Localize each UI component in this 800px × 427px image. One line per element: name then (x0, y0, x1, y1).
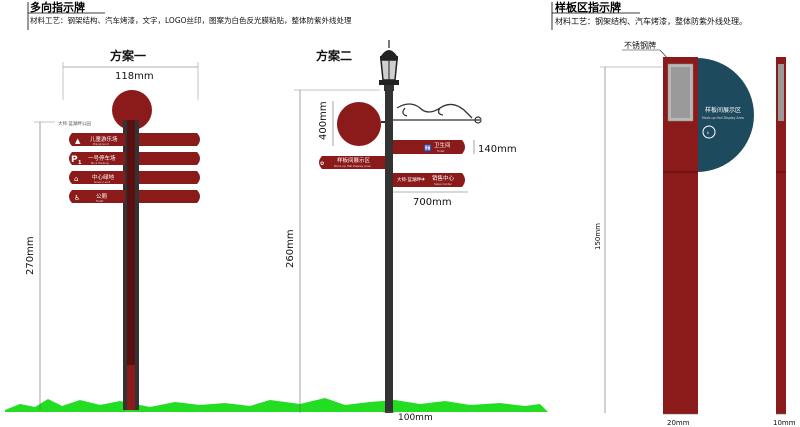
scheme-two-sign-sales: 大师·蓝湖畔 ➜ 销售中心 Sales Center (393, 173, 465, 187)
svg-text:›: › (707, 129, 710, 137)
model-sign-height-dim: 150mm (594, 223, 602, 250)
scheme-two-height-dim: 260mm (285, 229, 296, 268)
front-width-dim: 20mm (667, 419, 690, 427)
right-panel-title: 样板区指示牌 (555, 0, 621, 14)
scheme-one-sign-2-icon: P (71, 155, 78, 165)
scheme-two-sign-mockup: ✿ 样板间展示区 Mock-up Hall Display Area (319, 156, 385, 169)
scheme-one-circle (112, 90, 152, 130)
scheme-two-sign-width-dim: 700mm (413, 197, 452, 208)
scheme-one-label: 方案一 (110, 48, 146, 63)
svg-text:Sales Center: Sales Center (434, 182, 453, 186)
scheme-two: 方案二 🚻 卫生间 Toilet ✿ 样板间展示区 (285, 40, 517, 423)
scheme-one-small-text: 大师·蓝湖畔公园 (58, 120, 91, 127)
scheme-one-sign-2: P 1 一号停车场 No.1 Parking (69, 152, 125, 166)
scheme-one-pole-left (123, 120, 127, 410)
grass-ground (5, 398, 548, 412)
svg-text:销售中心: 销售中心 (432, 174, 455, 182)
scheme-two-circle (337, 102, 381, 146)
left-header: 多向指示牌 材料工艺：钢架结构、汽车烤漆，文字，LOGO丝印，图案为白色反光膜粘… (27, 0, 352, 30)
scheme-one-pole-right (135, 120, 139, 410)
scheme-one: 方案一 118mm 270mm 大师·蓝湖畔公园 ▲ 儿童游乐场 Playgro… (25, 48, 200, 410)
scheme-one-height-dim: 270mm (25, 236, 36, 275)
svg-text:No.1 Parking: No.1 Parking (91, 161, 109, 165)
left-panel-title: 多向指示牌 (30, 0, 85, 14)
svg-text:Playground: Playground (93, 142, 109, 146)
right-header: 样板区指示牌 材料工艺：钢架结构、汽车烤漆，整体防紫外线处理。 (551, 0, 747, 30)
svg-text:1: 1 (78, 160, 82, 166)
scheme-one-right-sign-2 (139, 152, 200, 165)
plate-label: 不锈钢牌 (624, 40, 656, 50)
scheme-one-width-dim: 118mm (115, 71, 154, 82)
model-area-sign: 150mm 不锈钢牌 样板间展示区 Mock-up Hall Display A… (594, 40, 796, 427)
scheme-two-base-dim: 100mm (398, 413, 433, 423)
scheme-two-sign-toilet: 🚻 卫生间 Toilet (393, 140, 465, 154)
decorative-scroll (393, 103, 480, 121)
lamp-head (379, 40, 399, 91)
scheme-two-pole (385, 91, 393, 413)
svg-text:中心绿地: 中心绿地 (92, 173, 115, 181)
scheme-two-sign-height-dim: 140mm (478, 144, 517, 155)
scheme-one-right-sign-1 (139, 133, 200, 146)
svg-text:Mock-up Hall Display Area: Mock-up Hall Display Area (702, 116, 744, 120)
model-sign-text: 样板间展示区 (705, 106, 741, 114)
arrow-circle-icon (702, 125, 716, 139)
left-panel-material: 材料工艺：钢架结构、汽车烤漆，文字，LOGO丝印，图案为白色反光膜粘贴，整体防紫… (30, 15, 352, 25)
svg-text:大师·蓝湖畔: 大师·蓝湖畔 (397, 176, 421, 183)
scheme-one-right-sign-3 (139, 171, 200, 184)
scheme-one-sign-1-icon: ▲ (75, 137, 81, 145)
svg-text:样板间展示区: 样板间展示区 (337, 156, 371, 164)
arrow-right-icon: ➜ (420, 176, 425, 183)
teal-panel (697, 58, 754, 172)
svg-text:公厕: 公厕 (96, 193, 108, 200)
right-panel-material: 材料工艺：钢架结构、汽车烤漆，整体防紫外线处理。 (555, 16, 747, 26)
scheme-one-right-sign-4 (139, 190, 200, 203)
svg-text:Toilet: Toilet (436, 149, 445, 153)
svg-text:一号停车场: 一号停车场 (88, 154, 116, 162)
scheme-one-sign-4: ♿ 公厕 Toilet (69, 190, 125, 203)
scheme-two-circle-dim: 400mm (318, 101, 329, 140)
svg-text:✿: ✿ (320, 161, 324, 167)
svg-text:儿童游乐场: 儿童游乐场 (90, 135, 118, 143)
scheme-one-sign-3-icon: ⌂ (74, 175, 78, 183)
scheme-one-sign-4-icon: ♿ (74, 194, 80, 202)
toilet-icon: 🚻 (424, 144, 432, 152)
scheme-one-sign-1: ▲ 儿童游乐场 Playground (69, 133, 125, 146)
model-sign-side-view (776, 57, 786, 414)
scheme-two-label: 方案二 (316, 48, 352, 63)
svg-text:卫生间: 卫生间 (434, 141, 451, 149)
svg-text:Green Land: Green Land (94, 180, 110, 184)
svg-text:Toilet: Toilet (95, 199, 104, 203)
scheme-one-sign-3: ⌂ 中心绿地 Green Land (69, 171, 125, 184)
svg-text:Mock-up Hall Display Area: Mock-up Hall Display Area (334, 164, 371, 168)
side-width-dim: 10mm (773, 419, 796, 427)
